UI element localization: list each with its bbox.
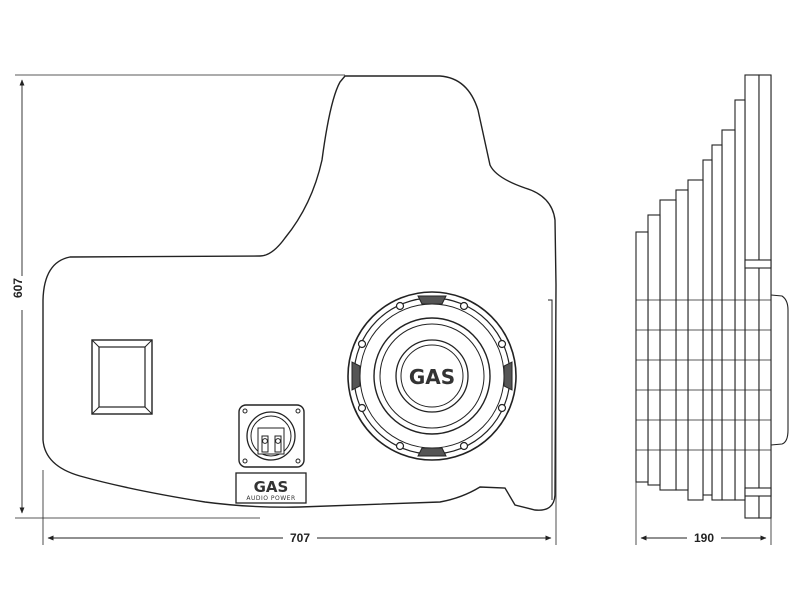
enclosure-foot <box>548 299 553 500</box>
dimension-depth: 190 <box>635 480 772 546</box>
height-label: 607 <box>11 278 25 298</box>
speaker-driver: GAS <box>347 291 517 461</box>
dimension-height: 607 <box>11 74 345 519</box>
width-label: 707 <box>290 531 310 545</box>
depth-label: 190 <box>694 531 714 545</box>
terminal-brand-text: GAS <box>254 478 289 496</box>
port-square <box>91 339 153 415</box>
speaker-brand-text: GAS <box>409 365 455 389</box>
terminal-plate <box>238 404 305 468</box>
dimension-width: 707 <box>42 300 557 546</box>
side-view <box>635 74 789 519</box>
terminal-sub-text: AUDIO POWER <box>246 495 295 502</box>
terminal-logo-box: GAS AUDIO POWER <box>235 472 307 504</box>
